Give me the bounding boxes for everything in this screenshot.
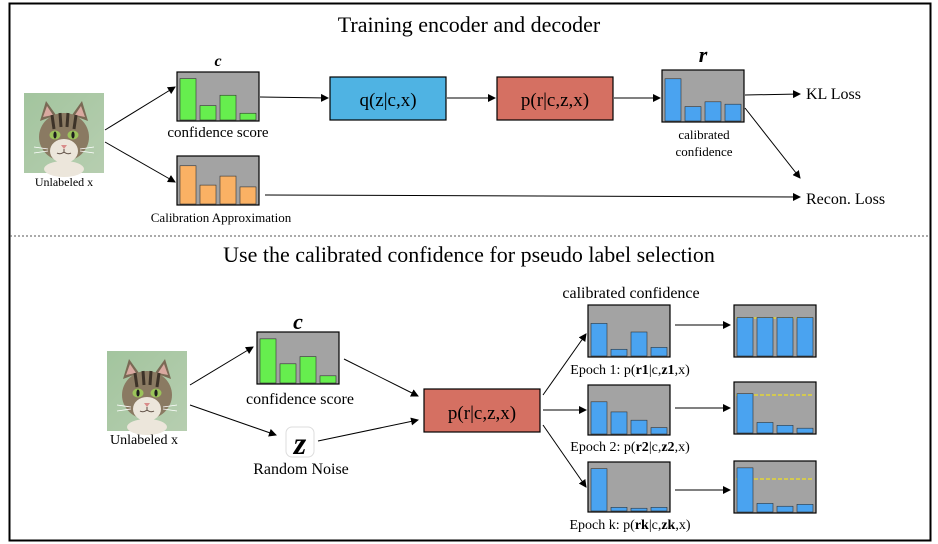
outer-frame <box>8 2 932 542</box>
random-noise-icon <box>285 426 315 458</box>
top-confidence-bar-2 <box>199 105 217 121</box>
epoch-2-selection-bar-3 <box>776 425 794 434</box>
epoch-2-calibrated-bar-1 <box>590 401 608 435</box>
calibrated-label-line2: confidence <box>675 144 732 159</box>
top-unlabeled-label: Unlabeled x <box>35 175 93 189</box>
top-calibrated-bar-1 <box>664 78 682 122</box>
top-calibrated-bar-4 <box>724 103 742 122</box>
epoch-2-selection-bar-4 <box>796 427 814 434</box>
calibration-approx-bars <box>179 165 257 205</box>
bottom-confidence-score-label: confidence score <box>246 391 354 408</box>
top-confidence-bar-3 <box>219 94 237 121</box>
epoch-1-selection-bar-1 <box>736 317 754 357</box>
epoch-k-calibrated-bars <box>590 468 668 512</box>
bottom-confidence-bar-3 <box>299 356 317 384</box>
arrow-noise-to-bottom-decoder <box>317 417 419 442</box>
arrow-decoder-to-epoch-k <box>542 424 587 488</box>
calibration-approx-label: Calibration Approximation <box>151 210 292 225</box>
arrow-image-to-noise <box>189 404 277 437</box>
arrow-confidence-to-bottom-decoder <box>343 358 419 397</box>
epoch-2-calibrated-bar-2 <box>610 411 628 435</box>
bottom-unlabeled-image <box>105 349 189 437</box>
epoch-2-selection-bar-1 <box>736 393 754 434</box>
bottom-arrows <box>189 321 731 494</box>
calibrated-confidence-heading: calibrated confidence <box>562 285 699 302</box>
epoch-1-selection-bar-3 <box>776 317 794 357</box>
calibrated-label-line1: calibrated <box>678 127 730 142</box>
epoch-2-calibrated-bar-3 <box>630 419 648 435</box>
top-arrows <box>104 86 801 201</box>
epoch-k-selection-bar-3 <box>776 505 794 513</box>
top-c-symbol: c <box>214 53 221 70</box>
calibration-approx-bar-4 <box>239 186 257 205</box>
epoch-2-calibrated-bars <box>590 401 668 435</box>
top-decoder-label: p(r|c,z,x) <box>521 90 589 111</box>
calibration-approx-bar-3 <box>219 175 237 205</box>
top-confidence-bar-1 <box>179 78 197 121</box>
epoch-k-calibrated-bar-2 <box>610 507 628 512</box>
arrow-decoder-to-epoch-1 <box>542 333 587 396</box>
epoch-1-calibrated-bar-1 <box>590 323 608 357</box>
top-section-title: Training encoder and decoder <box>338 12 601 37</box>
epoch-2-calibrated-bar-4 <box>650 427 668 435</box>
arrow-to-kl-loss <box>744 90 801 99</box>
arrow-image-to-confidence <box>104 86 176 131</box>
epoch-2-selection-bar-2 <box>756 422 774 434</box>
epoch-1-selection-bars <box>736 317 814 357</box>
epoch-1-calibrated-bar-3 <box>630 331 648 357</box>
calibration-approx-bar-2 <box>199 184 217 205</box>
top-confidence-bar-4 <box>239 112 257 121</box>
random-noise-label: Random Noise <box>253 461 349 478</box>
bottom-decoder-box <box>423 388 541 433</box>
arrow-image-to-approx <box>104 141 176 183</box>
epoch-k-selection-bar-4 <box>796 504 814 513</box>
arrow-approx-to-recon <box>264 192 801 201</box>
epoch-k-calibrated-bar-4 <box>650 507 668 512</box>
epoch-1-row: Epoch 1: p(r1|c,z1,x) <box>570 304 817 378</box>
epoch-2-label: Epoch 2: p(r2|c,z2,x) <box>570 440 690 455</box>
epoch-1-selection-bar-4 <box>796 317 814 357</box>
bottom-confidence-bar-1 <box>259 338 277 384</box>
arrow-image-to-bottom-confidence <box>189 346 254 386</box>
epoch-2-selection-bars <box>736 393 814 434</box>
top-calibrated-bar-3 <box>704 101 722 122</box>
top-confidence-bars <box>179 78 257 121</box>
bottom-section-title: Use the calibrated confidence for pseudo… <box>223 242 715 267</box>
epoch-k-selection-bar-2 <box>756 503 774 513</box>
calibration-approx-bar-1 <box>179 165 197 205</box>
epoch-k-selection-bars <box>736 467 814 513</box>
top-decoder-box <box>496 76 614 121</box>
epoch-k-label: Epoch k: p(rk|c,zk,x) <box>569 518 690 533</box>
epoch-2-row: Epoch 2: p(r2|c,z2,x) <box>570 381 817 455</box>
top-calibrated-bar-2 <box>684 106 702 122</box>
bottom-c-symbol: c <box>293 309 303 334</box>
epoch-1-calibrated-bar-2 <box>610 348 628 357</box>
encoder-label: q(z|c,x) <box>359 90 416 111</box>
epoch-k-calibrated-bar-1 <box>590 468 608 512</box>
bottom-confidence-bar-2 <box>279 363 297 384</box>
encoder-box <box>329 76 447 121</box>
epoch-1-selection-bar-2 <box>756 317 774 357</box>
r-symbol: r <box>699 42 708 67</box>
kl-loss-label: KL Loss <box>806 86 861 103</box>
bottom-confidence-bars <box>259 338 337 384</box>
bottom-unlabeled-label: Unlabeled x <box>110 433 178 448</box>
epoch-1-calibrated-bars <box>590 323 668 357</box>
epoch-1-label: Epoch 1: p(r1|c,z1,x) <box>570 363 690 378</box>
top-confidence-score-label: confidence score <box>167 125 269 141</box>
recon-loss-label: Recon. Loss <box>806 191 885 208</box>
epoch-k-calibrated-bar-3 <box>630 507 648 512</box>
arrow-calibrated-to-recon <box>744 107 801 179</box>
epoch-k-selection-bar-1 <box>736 467 754 513</box>
arrow-confidence-to-encoder <box>259 93 329 102</box>
epoch-1-calibrated-bar-4 <box>650 347 668 357</box>
bottom-decoder-label: p(r|c,z,x) <box>448 403 516 424</box>
epoch-k-row: Epoch k: p(rk|c,zk,x) <box>569 460 817 533</box>
bottom-confidence-bar-4 <box>319 375 337 384</box>
top-unlabeled-image <box>22 91 106 179</box>
z-symbol: z <box>293 425 307 461</box>
top-calibrated-bars <box>664 78 742 122</box>
